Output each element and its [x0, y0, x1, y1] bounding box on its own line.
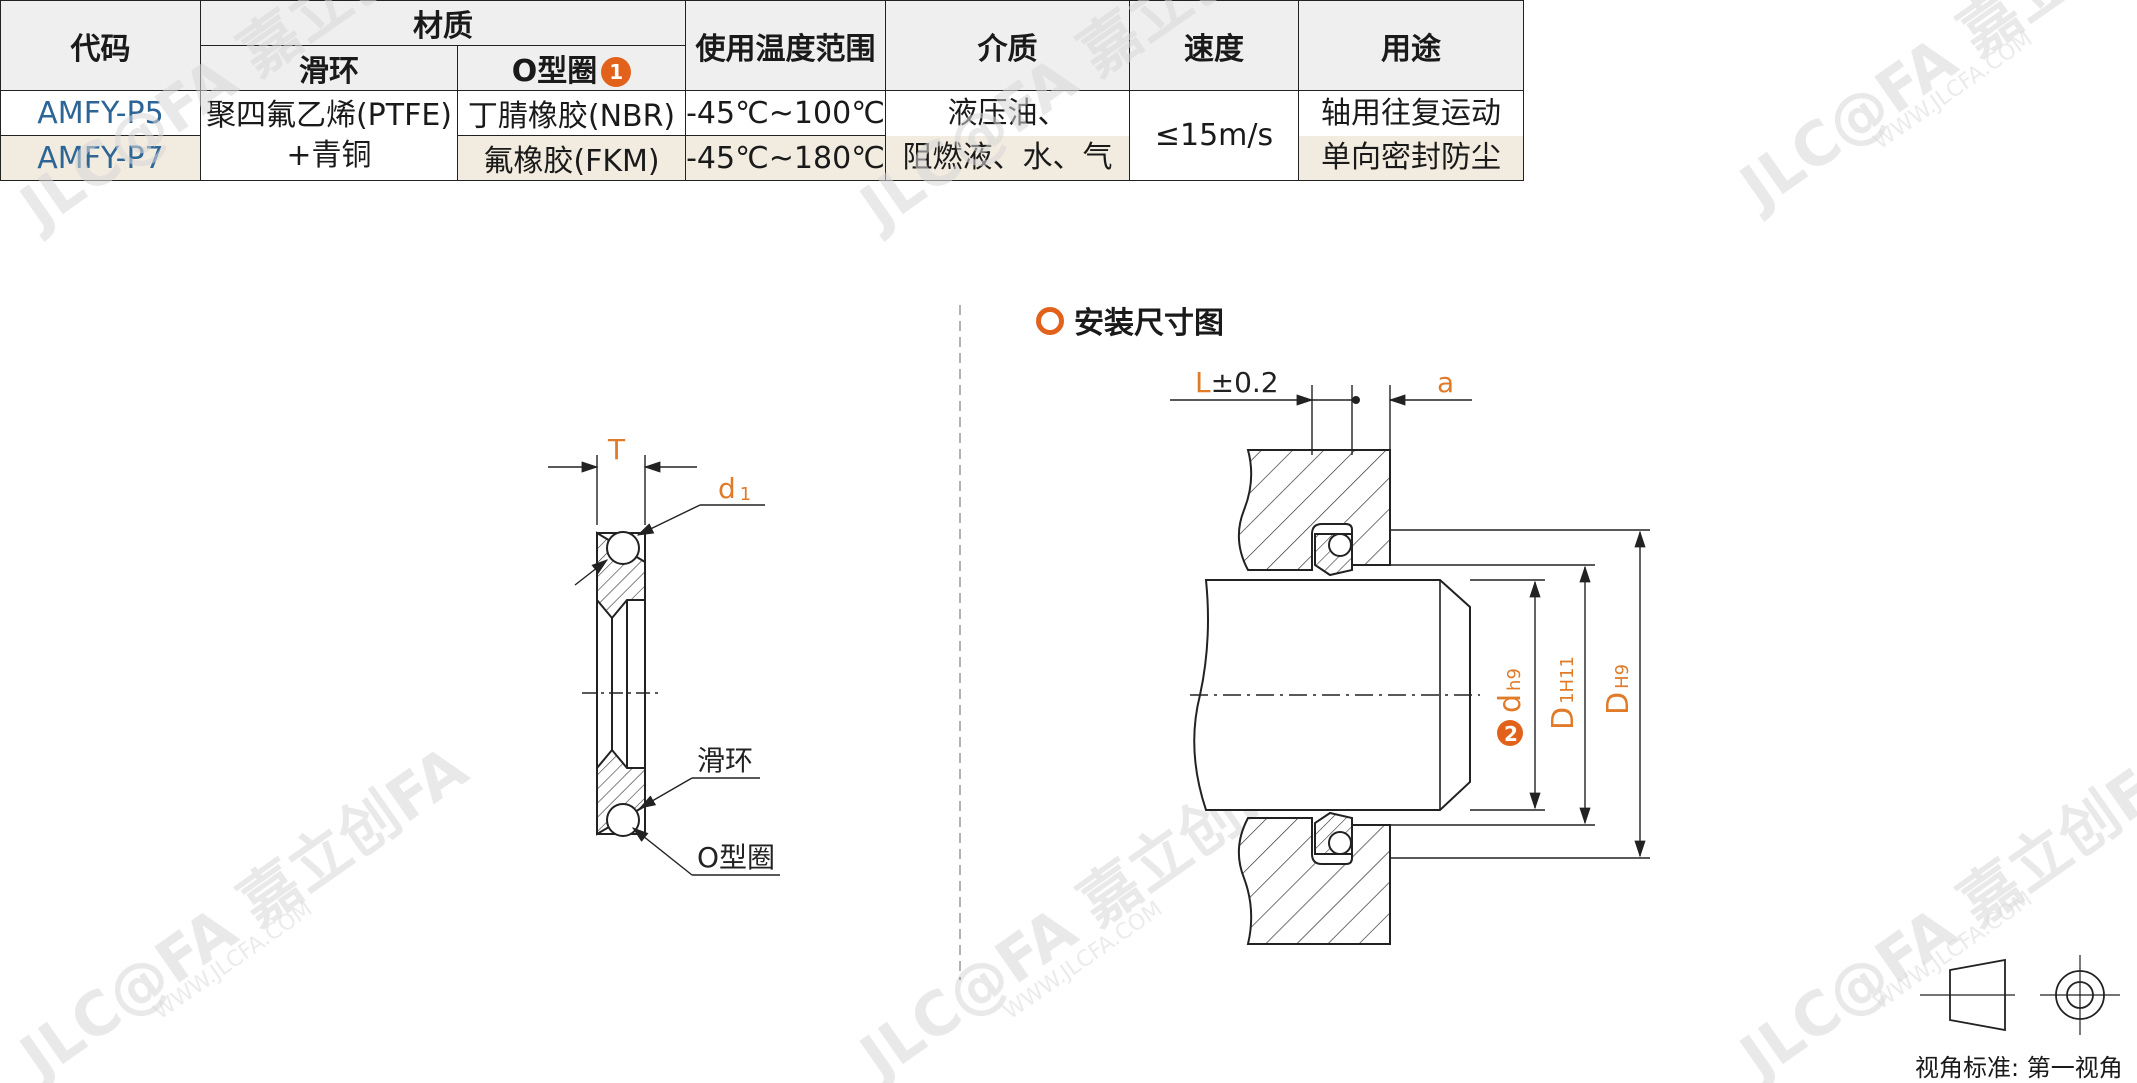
o-ring-cell: 丁腈橡胶(NBR) — [457, 90, 686, 136]
medium-line-2: 阻燃液、水、气 — [886, 135, 1129, 180]
dim-D-letter: D — [1601, 692, 1636, 715]
dim-d1-symbol: d — [718, 472, 736, 505]
watermark-brand: JLC@FA 嘉立创FA — [845, 0, 1320, 245]
view-standard-label: 视角标准: 第一视角 — [1915, 1054, 2123, 1082]
note-2-badge-circle — [1497, 720, 1523, 746]
watermark-brand: JLC@FA 嘉立创FA — [5, 733, 480, 1083]
header-material: 材质 — [200, 0, 686, 46]
code-cell: AMFY-P7 — [0, 135, 201, 181]
header-slide-ring: 滑环 — [200, 45, 458, 91]
dim-D-subscript: H9 — [1612, 664, 1633, 689]
install-drawing-title: 安装尺寸图 — [1036, 298, 1224, 342]
dim-L-label: L±0.2 — [1195, 366, 1279, 399]
header-usage: 用途 — [1298, 0, 1524, 91]
dim-L-symbol: L — [1195, 366, 1211, 399]
table-row: AMFY-P7 氟橡胶(FKM) -45℃~180℃ — [0, 135, 1524, 181]
header-speed: 速度 — [1129, 0, 1299, 91]
medium-cell: 液压油、 阻燃液、水、气 — [885, 90, 1130, 181]
header-code: 代码 — [0, 0, 201, 91]
dim-D-symbol: D H9 — [1601, 664, 1636, 715]
seal-section-drawing — [548, 455, 780, 876]
dim-T-label: T — [607, 433, 626, 466]
watermark-brand: JLC@FA 嘉立创FA — [1725, 733, 2137, 1083]
header-o-ring-label: O型圈 — [511, 54, 598, 89]
o-ring-callout: O型圈 — [697, 841, 775, 874]
slide-ring-callout: 滑环 — [697, 744, 753, 777]
dim-a-label: a — [1437, 366, 1454, 399]
usage-cell: 轴用往复运动 单向密封防尘 — [1298, 90, 1524, 181]
dim-D1-symbol: D 1H11 — [1546, 656, 1581, 730]
temp-cell: -45℃~100℃ — [685, 90, 886, 136]
dim-d-label: 2 d h9 — [1493, 668, 1528, 746]
slide-ring-cell: 聚四氟乙烯(PTFE) +青铜 — [200, 90, 458, 181]
header-temp-range: 使用温度范围 — [685, 0, 886, 91]
note-2-badge: 2 — [1504, 722, 1518, 746]
dim-D-label: D H9 — [1601, 664, 1636, 715]
dim-d-symbol: d h9 — [1493, 668, 1528, 713]
dim-D1-label: D 1H11 — [1546, 656, 1581, 730]
dim-d1-subscript: 1 — [740, 484, 751, 505]
dim-d-subscript: h9 — [1504, 668, 1525, 691]
dim-D1-letter: D — [1546, 707, 1581, 730]
usage-line-1: 轴用往复运动 — [1321, 95, 1501, 131]
o-ring-cell: 氟橡胶(FKM) — [457, 135, 686, 181]
header-medium: 介质 — [885, 0, 1130, 91]
dim-D1-subscript: 1H11 — [1557, 656, 1578, 704]
watermark: JLC@FA 嘉立创FA JLC@FA 嘉立创FA JLC@FA 嘉立创FA J… — [5, 0, 2137, 1083]
circle-bullet-icon — [1036, 307, 1064, 335]
dim-L-tolerance: ±0.2 — [1211, 366, 1279, 399]
code-cell: AMFY-P5 — [0, 90, 201, 136]
slide-ring-material: 聚四氟乙烯(PTFE) — [205, 97, 453, 133]
temp-cell: -45℃~180℃ — [685, 135, 886, 181]
install-drawing-title-text: 安装尺寸图 — [1074, 306, 1224, 341]
note-1-badge: 1 — [601, 57, 632, 87]
dim-d-letter: d — [1493, 694, 1528, 713]
speed-cell: ≤15m/s — [1129, 90, 1299, 181]
first-angle-projection-icon — [1920, 955, 2120, 1035]
usage-line-2: 单向密封防尘 — [1299, 135, 1523, 180]
slide-ring-material-2: +青铜 — [286, 137, 372, 173]
medium-line-1: 液压油、 — [947, 95, 1068, 131]
watermark-brand: JLC@FA 嘉立创FA — [5, 0, 480, 245]
table-row: AMFY-P5 聚四氟乙烯(PTFE) +青铜 丁腈橡胶(NBR) -45℃~1… — [0, 90, 1524, 181]
installation-drawing — [1170, 385, 1650, 945]
